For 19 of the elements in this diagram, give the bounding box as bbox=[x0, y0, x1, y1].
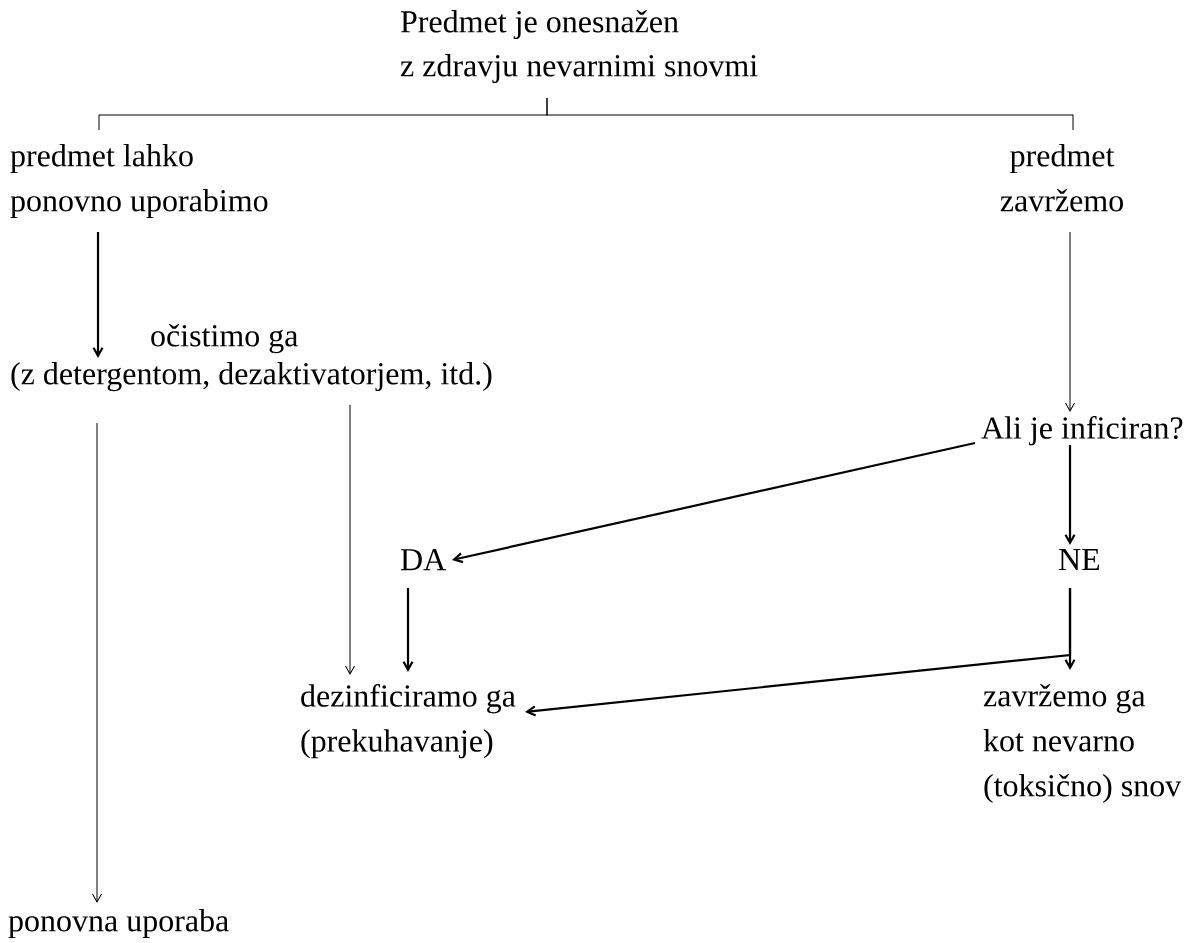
arrow bbox=[452, 441, 976, 564]
text-label: predmet zavržemo bbox=[1000, 144, 1123, 212]
arrow bbox=[92, 422, 102, 903]
text-label: zavržemo ga kot nevarno (toksično) snov bbox=[983, 684, 1182, 804]
text-label: očistimo ga (z detergentom, dezaktivatorjem, itd.) bbox=[11, 324, 492, 392]
arrow bbox=[402, 588, 414, 672]
arrow bbox=[92, 232, 104, 358]
arrow bbox=[345, 404, 355, 675]
text-label: predmet lahko ponovno uporabimo bbox=[10, 144, 268, 218]
text-label: DA bbox=[400, 549, 446, 571]
arrow bbox=[1065, 231, 1075, 412]
arrow bbox=[525, 588, 1072, 717]
text-label: NE bbox=[1058, 549, 1100, 570]
text-label: ponovna uporaba bbox=[8, 909, 229, 938]
text-label: Predmet je onesnažen z zdravju nevarnimi snovmi bbox=[400, 10, 758, 84]
connector-line bbox=[546, 97, 1074, 131]
arrow bbox=[1064, 445, 1076, 545]
text-label: dezinficiramo ga (prekuhavanje) bbox=[301, 684, 516, 759]
text-label: Ali je inficiran? bbox=[981, 416, 1183, 446]
